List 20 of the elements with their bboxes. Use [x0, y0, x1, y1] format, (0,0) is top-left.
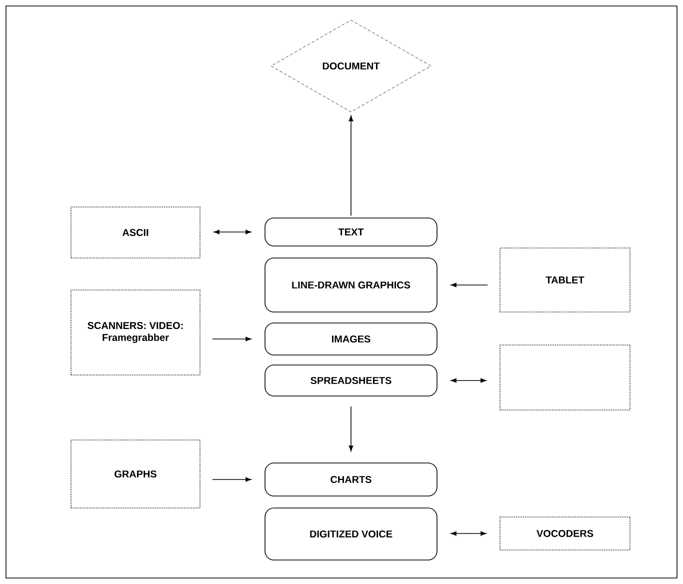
component-box: TEXT: [264, 218, 438, 246]
source-box: SCANNERS: VIDEO: Framegrabber: [70, 290, 200, 376]
source-box: GRAPHS: [70, 440, 200, 508]
component-box: LINE-DRAWN GRAPHICS: [264, 258, 438, 312]
source-box: [500, 344, 630, 410]
arrow: [348, 406, 354, 452]
component-box: SPREADSHEETS: [264, 364, 438, 396]
arrow: [214, 230, 252, 234]
component-box: CHARTS: [264, 462, 438, 496]
arrow: [212, 477, 252, 482]
component-box: DIGITIZED VOICE: [264, 508, 438, 560]
arrow: [450, 282, 488, 288]
source-box: TABLET: [500, 248, 630, 312]
source-box: VOCODERS: [500, 516, 630, 550]
source-box: ASCII: [70, 206, 200, 258]
arrow: [212, 336, 252, 342]
component-box: IMAGES: [264, 322, 438, 356]
arrow: [450, 378, 486, 383]
arrow: [348, 116, 354, 216]
arrow: [450, 531, 486, 536]
